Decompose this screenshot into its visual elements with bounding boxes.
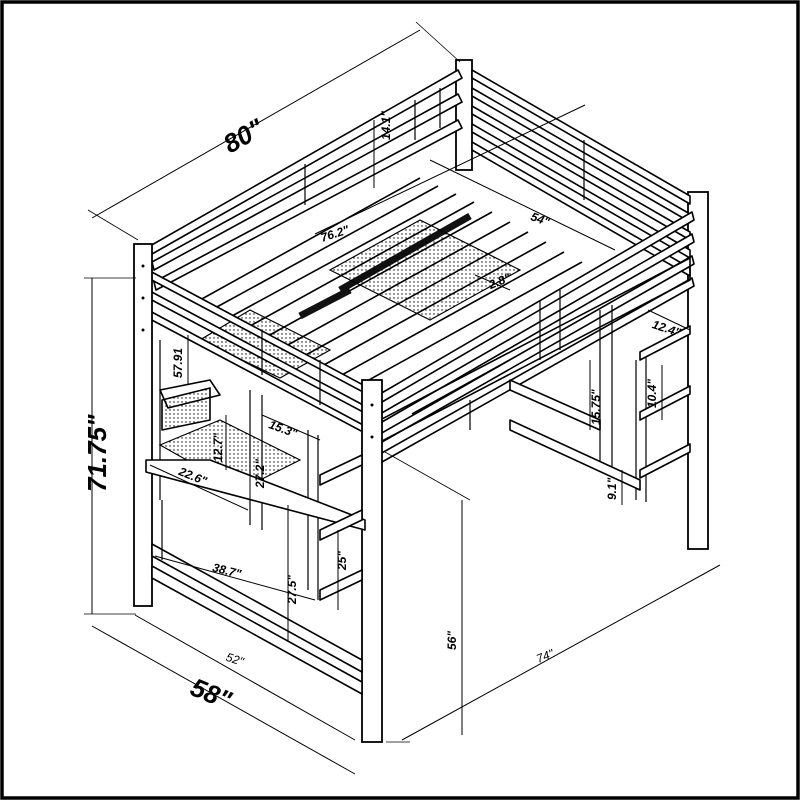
label-ladder-step: 15.75" [589, 389, 603, 425]
ladder [509, 305, 691, 502]
lower-front-rail [151, 543, 363, 673]
label-shelf-gap: 12.7" [211, 433, 225, 462]
label-overall-width: 58" [186, 672, 236, 716]
label-ladder-width: 12.4" [650, 317, 682, 339]
desk-surface [145, 459, 366, 531]
left-long-guardrail [149, 69, 463, 291]
label-overall-height: 71.75" [82, 414, 112, 492]
label-desk-height: 27.5" [285, 575, 299, 605]
desk-unit [145, 340, 366, 601]
label-overall-length: 80" [218, 112, 269, 159]
label-mattress-width: 54" [529, 209, 552, 229]
bed-slats [198, 177, 637, 415]
label-inner-width: 52" [224, 650, 246, 669]
label-guardrail-height: 14.1" [379, 111, 393, 140]
slat-texture-front [198, 309, 332, 379]
back-right-post [687, 191, 709, 550]
bed-frame [133, 59, 709, 743]
label-clearance-height: 56" [445, 631, 459, 650]
label-desk-step: 25" [335, 551, 349, 571]
front-left-post [133, 243, 153, 607]
label-desk-to-shelf: 27.2" [253, 459, 267, 489]
label-ladder-bottom: 9.1" [605, 477, 619, 500]
back-left-post [455, 59, 473, 171]
label-inner-length: 74" [534, 646, 556, 666]
front-short-guardrail [379, 211, 695, 463]
label-desk-width: 38.7" [211, 560, 243, 581]
slat-texture [328, 219, 522, 321]
lower-front-rail-2 [151, 565, 363, 695]
dimension-lines [84, 21, 721, 775]
label-desk-shelf-height: 57.91 [171, 348, 185, 378]
label-ladder-rung-gap: 10.4" [645, 379, 659, 408]
front-right-post [361, 379, 383, 743]
label-shelf-depth: 15.3" [267, 417, 299, 440]
